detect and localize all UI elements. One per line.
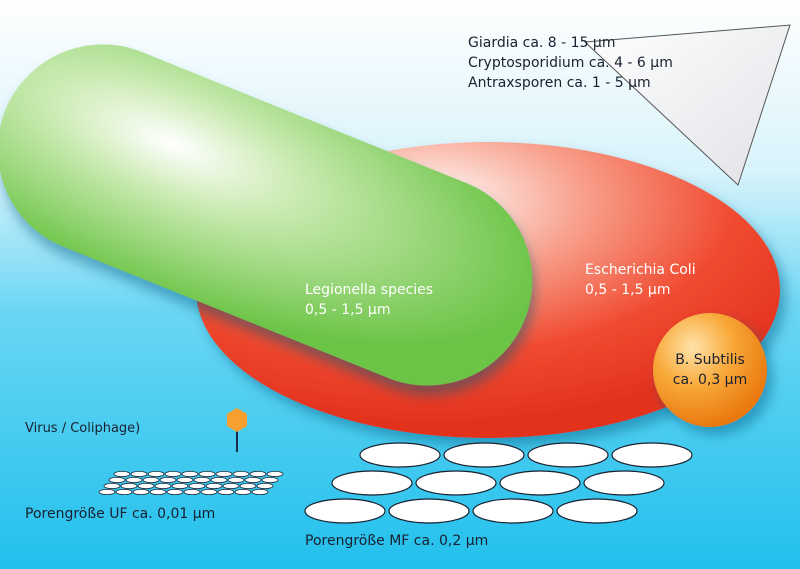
b-subtilis-shape <box>653 313 767 427</box>
virus-label: Virus / Coliphage) <box>25 421 140 436</box>
pore <box>217 488 235 495</box>
pore <box>205 482 223 489</box>
pore <box>499 470 581 496</box>
pore <box>142 476 160 483</box>
pore <box>472 498 554 524</box>
uf-label: Porengröße UF ca. 0,01 µm <box>25 506 215 522</box>
pore <box>193 476 211 483</box>
pore <box>527 442 609 468</box>
mf-membrane-pores <box>304 442 693 524</box>
pore <box>304 498 386 524</box>
mf-label: Porengröße MF ca. 0,2 µm <box>305 533 488 549</box>
pore <box>115 488 133 495</box>
pore <box>149 488 167 495</box>
large-organisms-list: Giardia ca. 8 - 15 µm Cryptosporidium ca… <box>468 35 673 91</box>
pore <box>415 470 497 496</box>
pore <box>147 470 165 477</box>
pore <box>388 498 470 524</box>
pore <box>583 470 665 496</box>
pore <box>98 488 116 495</box>
pore <box>176 476 194 483</box>
legionella-size: 0,5 - 1,5 µm <box>305 302 390 318</box>
virus-icon <box>227 408 247 452</box>
pore <box>198 470 216 477</box>
pore <box>261 476 279 483</box>
pore <box>125 476 143 483</box>
pore <box>443 442 525 468</box>
pore <box>256 482 274 489</box>
pore <box>232 470 250 477</box>
pore <box>331 470 413 496</box>
pore <box>166 488 184 495</box>
pore <box>227 476 245 483</box>
pore <box>266 470 284 477</box>
cryptosporidium-label: Cryptosporidium ca. 4 - 6 µm <box>468 55 673 71</box>
pore <box>132 488 150 495</box>
legionella-name: Legionella species <box>305 282 433 298</box>
pore <box>159 476 177 483</box>
pore <box>171 482 189 489</box>
giardia-label: Giardia ca. 8 - 15 µm <box>468 35 615 51</box>
pore <box>188 482 206 489</box>
pore <box>249 470 267 477</box>
pore <box>234 488 252 495</box>
pore <box>181 470 199 477</box>
pore <box>183 488 201 495</box>
pore <box>113 470 131 477</box>
pore <box>164 470 182 477</box>
pore <box>251 488 269 495</box>
pore <box>215 470 233 477</box>
pore <box>611 442 693 468</box>
pore <box>210 476 228 483</box>
pore <box>239 482 257 489</box>
legionella-shape <box>0 44 533 386</box>
large-organism-shape <box>583 24 791 186</box>
pore <box>244 476 262 483</box>
uf-membrane-pores <box>98 470 284 495</box>
pore <box>154 482 172 489</box>
pore <box>137 482 155 489</box>
pore <box>103 482 121 489</box>
escherichia-name: Escherichia Coli <box>585 262 696 278</box>
pore <box>108 476 126 483</box>
pore <box>120 482 138 489</box>
antraxsporen-label: Antraxsporen ca. 1 - 5 µm <box>468 75 651 91</box>
pore <box>200 488 218 495</box>
pore <box>556 498 638 524</box>
subtilis-name: B. Subtilis <box>675 352 745 368</box>
pore <box>359 442 441 468</box>
escherichia-size: 0,5 - 1,5 µm <box>585 282 670 298</box>
subtilis-size: ca. 0,3 µm <box>673 372 747 388</box>
pore <box>222 482 240 489</box>
pore <box>130 470 148 477</box>
